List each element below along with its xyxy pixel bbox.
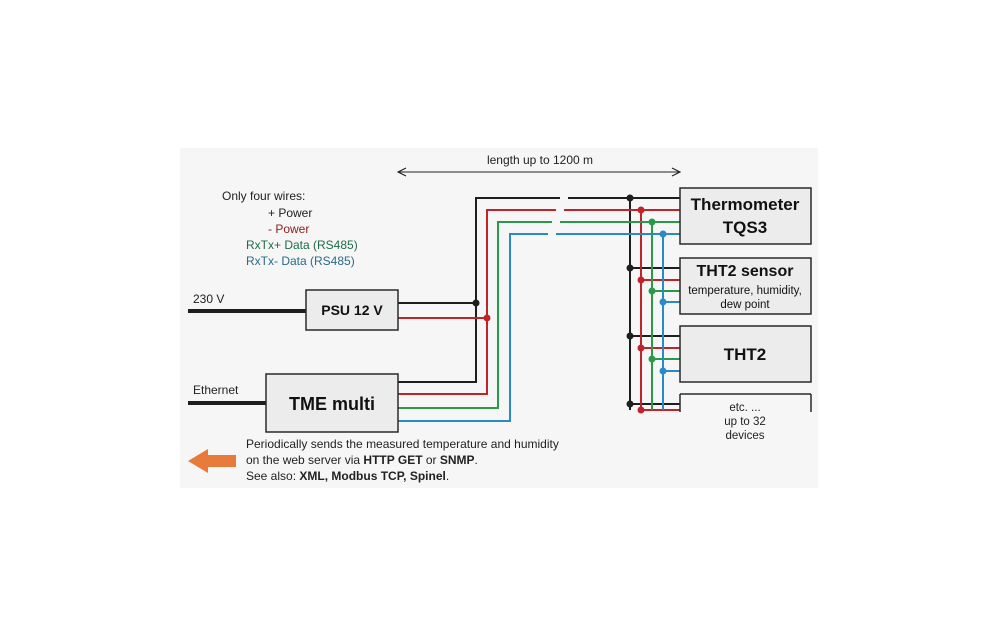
more-devices-line1: etc. ... <box>729 402 760 414</box>
wire-minus-power <box>398 209 680 411</box>
tht2-sensor-desc-line1: temperature, humidity, <box>688 285 802 297</box>
tme-multi-box <box>265 373 399 433</box>
wire-legend-plus-power: + Power <box>268 206 312 220</box>
thermometer-tqs3-box <box>679 187 812 245</box>
thermometer-model: TQS3 <box>723 218 767 237</box>
more-devices-line3: devices <box>726 430 765 442</box>
wires-heading: Only four wires: <box>222 189 305 203</box>
network-input-label: Ethernet <box>193 383 239 397</box>
tht2-sensor-desc-line2: dew point <box>720 299 770 311</box>
note-line3: See also: XML, Modbus TCP, Spinel. <box>246 469 449 483</box>
web-server-arrow-icon <box>188 449 236 473</box>
tme-multi-label: TME multi <box>289 394 375 414</box>
wire-legend-rxtx-plus: RxTx+ Data (RS485) <box>246 238 358 252</box>
psu-label: PSU 12 V <box>321 302 383 318</box>
tht2-title: THT2 <box>724 345 767 364</box>
note-line2: on the web server via HTTP GET or SNMP. <box>246 453 478 467</box>
wire-legend-minus-power: - Power <box>268 222 309 236</box>
note-line1: Periodically sends the measured temperat… <box>246 437 559 451</box>
more-devices-box <box>679 393 812 412</box>
tht2-sensor-title: THT2 sensor <box>697 263 794 280</box>
wire-rxtx-minus <box>398 233 680 422</box>
more-devices-line2: up to 32 <box>724 416 766 428</box>
wire-legend-rxtx-minus: RxTx- Data (RS485) <box>246 254 355 268</box>
psu-box <box>305 289 399 331</box>
span-label: length up to 1200 m <box>487 153 593 167</box>
thermometer-title: Thermometer <box>691 195 800 214</box>
junction-dots <box>472 194 667 414</box>
wire-rxtx-plus <box>398 221 680 410</box>
tht2-box <box>679 325 812 383</box>
tht2-sensor-box <box>679 257 812 315</box>
power-input-label: 230 V <box>193 292 224 306</box>
